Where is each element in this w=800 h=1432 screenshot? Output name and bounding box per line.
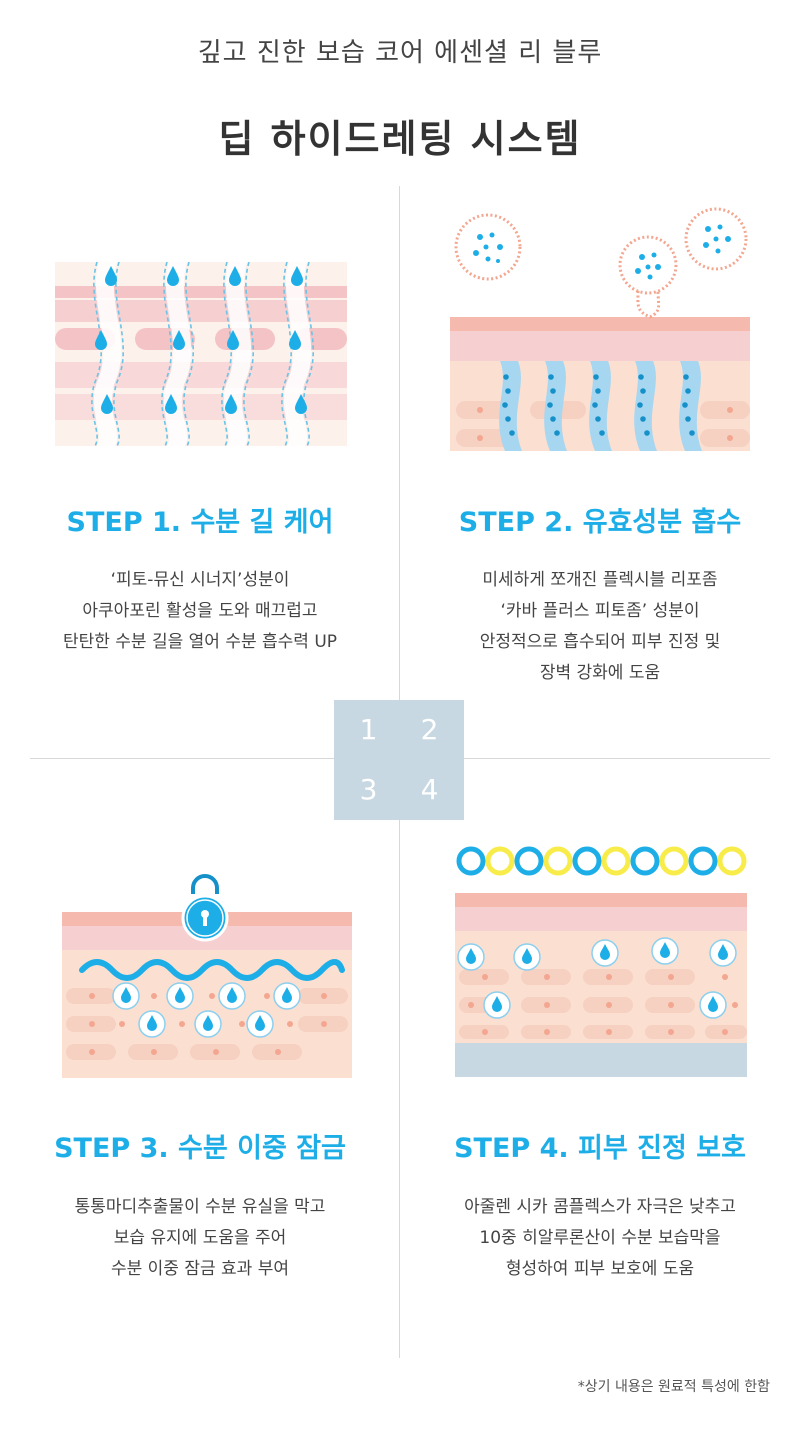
footnote: *상기 내용은 원료적 특성에 한함: [577, 1379, 770, 1395]
step-number-box: 1 2 3 4: [334, 700, 464, 820]
vertical-divider-bottom: [399, 820, 400, 1358]
step4-description: 아줄렌 시카 콤플렉스가 자극은 낮추고 10중 히알루론산이 수분 보습막을 …: [400, 1192, 800, 1285]
step1-description: ‘피토-뮤신 시너지’성분이 아쿠아포린 활성을 도와 매끄럽고 탄탄한 수분 …: [0, 565, 400, 658]
step3-desc-line: 수분 이중 잠금 효과 부여: [110, 1259, 289, 1279]
step-number-1: 1: [359, 713, 378, 746]
step2-desc-line: 장벽 강화에 도움: [539, 663, 661, 683]
step4-barrier-illustration: [455, 846, 747, 1077]
step3-desc-line: 보습 유지에 도움을 주어: [113, 1228, 287, 1248]
step3-title: STEP 3. 수분 이중 잠금: [54, 1133, 346, 1164]
step-number-2: 2: [420, 713, 439, 746]
step1-water-channel-illustration: [55, 262, 347, 446]
step3-desc-line: 통통마디추출물이 수분 유실을 막고: [74, 1197, 326, 1217]
step4-title: STEP 4. 피부 진정 보호: [454, 1133, 746, 1164]
step1-desc-line: 아쿠아포린 활성을 도와 매끄럽고: [82, 601, 318, 621]
step2-title: STEP 2. 유효성분 흡수: [458, 507, 742, 538]
step3-description: 통통마디추출물이 수분 유실을 막고 보습 유지에 도움을 주어 수분 이중 잠…: [0, 1192, 400, 1285]
step-number-3: 3: [359, 773, 378, 806]
step-number-4: 4: [420, 773, 439, 806]
step4-desc-line: 10중 히알루론산이 수분 보습막을: [479, 1228, 721, 1248]
step2-desc-line: 미세하게 쪼개진 플렉시블 리포좀: [482, 570, 718, 590]
subtitle: 깊고 진한 보습 코어 에센셜 리 블루: [197, 38, 603, 68]
step4-desc-line: 아줄렌 시카 콤플렉스가 자극은 낮추고: [464, 1197, 736, 1217]
step4-desc-line: 형성하여 피부 보호에 도움: [505, 1259, 695, 1279]
vertical-divider-top: [399, 186, 400, 700]
step2-desc-line: 안정적으로 흡수되어 피부 진정 및: [479, 632, 721, 652]
page-title: 딥 하이드레팅 시스템: [218, 117, 582, 161]
step3-lock-illustration: [62, 874, 352, 1078]
step1-title: STEP 1. 수분 길 케어: [66, 507, 334, 538]
step1-desc-line: 탄탄한 수분 길을 열어 수분 흡수력 UP: [62, 632, 338, 652]
step2-liposome-illustration: [450, 207, 750, 451]
step2-desc-line: ‘카바 플러스 피토좀’ 성분이: [500, 601, 700, 621]
step2-description: 미세하게 쪼개진 플렉시블 리포좀 ‘카바 플러스 피토좀’ 성분이 안정적으로…: [400, 565, 800, 689]
step1-desc-line: ‘피토-뮤신 시너지’성분이: [110, 570, 290, 590]
